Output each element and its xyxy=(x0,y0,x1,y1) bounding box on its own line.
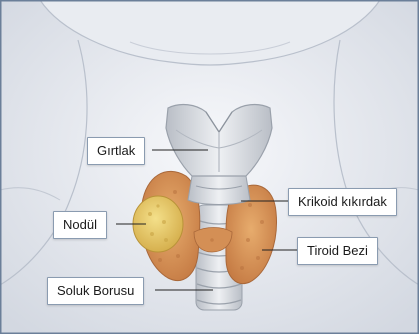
cricoid-cartilage xyxy=(188,176,250,205)
label-nodule: Nodül xyxy=(53,211,107,239)
label-larynx: Gırtlak xyxy=(87,137,145,165)
label-thyroid-gland: Tiroid Bezi xyxy=(297,237,378,265)
label-cricoid-cartilage: Krikoid kıkırdak xyxy=(288,188,397,216)
label-trachea: Soluk Borusu xyxy=(47,277,144,305)
